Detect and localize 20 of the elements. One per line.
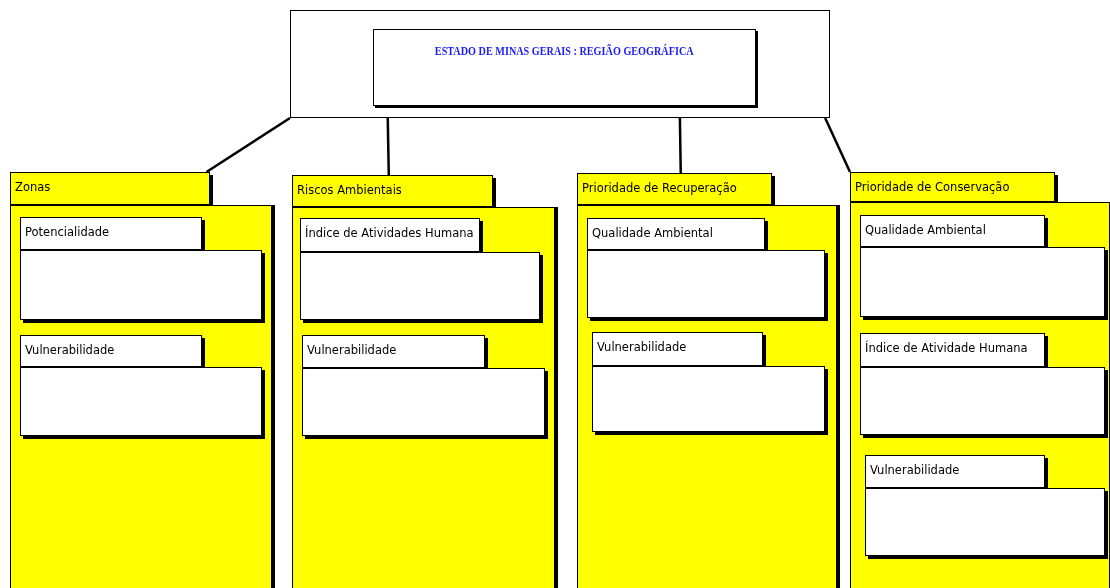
- connector-line: [824, 117, 852, 173]
- connector-line: [678, 117, 682, 174]
- connector-line: [205, 116, 291, 174]
- sub-package-tab: Vulnerabilidade: [302, 335, 485, 368]
- package-tab: Riscos Ambientais: [292, 175, 493, 207]
- package-tab: Zonas: [10, 172, 210, 205]
- sub-package-tab: Qualidade Ambiental: [587, 218, 765, 250]
- sub-package-tab: Qualidade Ambiental: [860, 215, 1045, 247]
- title-text: ESTADO DE MINAS GERAIS : REGIÃO GEOGRÁFICA: [435, 44, 694, 59]
- package-tab: Prioridade de Conservação: [850, 172, 1055, 202]
- connector-line: [386, 117, 391, 176]
- sub-package-tab: Vulnerabilidade: [592, 332, 763, 366]
- title-box: [373, 29, 756, 106]
- sub-package-tab: Potencialidade: [20, 217, 202, 250]
- package-tab: Prioridade de Recuperação: [577, 173, 772, 205]
- sub-package-tab: Vulnerabilidade: [20, 335, 202, 367]
- container-box: [290, 10, 830, 118]
- sub-package-tab: Índice de Atividade Humana: [860, 333, 1045, 367]
- sub-package-tab: Índice de Atividades Humana: [300, 218, 480, 252]
- sub-package-tab: Vulnerabilidade: [865, 455, 1045, 488]
